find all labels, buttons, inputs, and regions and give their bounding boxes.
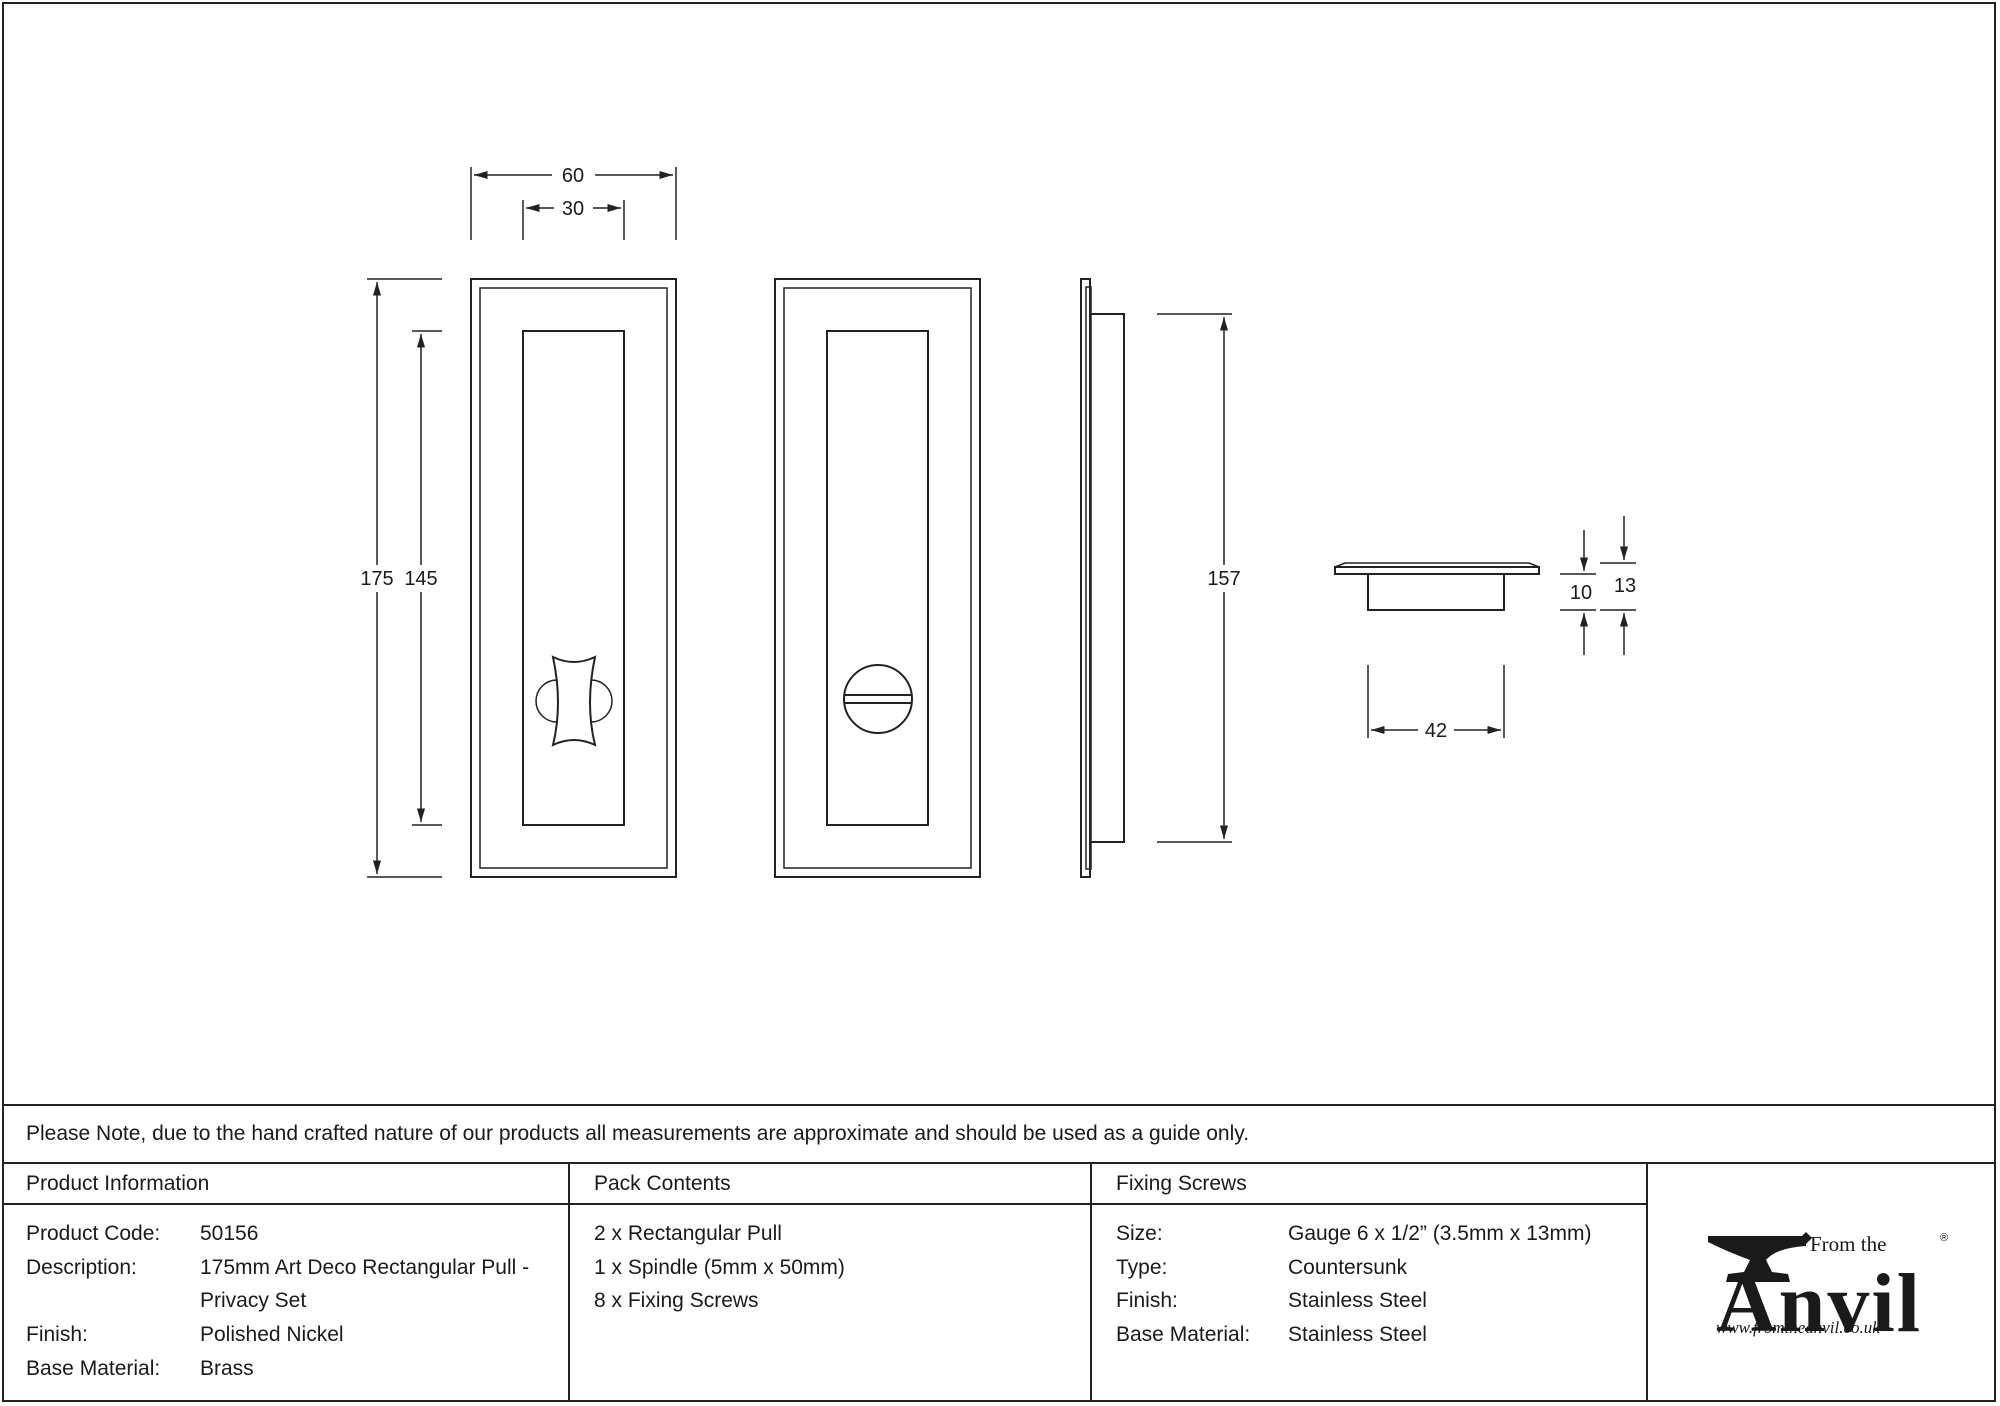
dim-30-label: 30	[562, 198, 584, 220]
product-code-label: Product Code:	[26, 1222, 161, 1245]
product-info-panel: Product Information Product Code: 50156 …	[2, 1164, 570, 1402]
screw-size-label: Size:	[1116, 1222, 1163, 1245]
dim-13	[1600, 516, 1636, 655]
anvil-logo-icon	[1708, 1232, 1812, 1282]
screw-base-value: Stainless Steel	[1288, 1323, 1427, 1346]
dim-145-label: 145	[404, 568, 437, 590]
description-value-line1: 175mm Art Deco Rectangular Pull -	[200, 1256, 530, 1279]
pack-item: 2 x Rectangular Pull	[594, 1222, 782, 1245]
screw-finish-label: Finish:	[1116, 1289, 1178, 1312]
logo-panel	[1648, 1164, 1996, 1402]
product-code-value: 50156	[200, 1222, 259, 1245]
logo-registered-mark: ®	[1940, 1232, 1949, 1244]
logo-url: www.fromtheanvil.co.uk	[1716, 1318, 1880, 1337]
dim-157	[1157, 313, 1232, 843]
finish-label: Finish:	[26, 1323, 88, 1346]
fixing-screws-heading: Fixing Screws	[1116, 1172, 1247, 1195]
dim-10	[1560, 530, 1596, 655]
technical-drawing: 60 30 175 145 157 10	[360, 165, 1636, 878]
product-info-heading: Product Information	[26, 1172, 210, 1195]
screw-type-value: Countersunk	[1288, 1256, 1408, 1279]
dim-30	[522, 200, 625, 240]
front-view-turn	[470, 278, 677, 878]
dim-42-label: 42	[1425, 720, 1447, 742]
pack-contents-header: Pack Contents	[570, 1164, 1090, 1205]
side-view	[1080, 278, 1125, 878]
dim-157-label: 157	[1207, 568, 1240, 590]
screw-finish-value: Stainless Steel	[1288, 1289, 1427, 1312]
dim-175-label: 175	[360, 568, 393, 590]
front-view-indicator	[774, 278, 981, 878]
disclaimer-row: Please Note, due to the hand crafted nat…	[2, 1104, 1996, 1164]
screw-base-label: Base Material:	[1116, 1323, 1251, 1346]
turn-knob-icon	[535, 655, 613, 747]
dim-42	[1367, 665, 1505, 738]
finish-value: Polished Nickel	[200, 1323, 344, 1346]
dim-145	[412, 330, 442, 826]
base-material-label: Base Material:	[26, 1357, 161, 1380]
description-label: Description:	[26, 1256, 137, 1279]
screw-size-value: Gauge 6 x 1/2” (3.5mm x 13mm)	[1288, 1222, 1592, 1245]
base-material-value: Brass	[200, 1357, 254, 1380]
dim-10-label: 10	[1570, 582, 1592, 604]
fixing-screws-panel: Fixing Screws Size: Gauge 6 x 1/2” (3.5m…	[1092, 1164, 1648, 1402]
fixing-screws-header: Fixing Screws	[1092, 1164, 1646, 1205]
edge-view	[1334, 562, 1540, 611]
dim-13-label: 13	[1614, 575, 1636, 597]
dim-60-label: 60	[562, 165, 584, 187]
disclaimer-note: Please Note, due to the hand crafted nat…	[26, 1122, 1250, 1145]
pack-item: 8 x Fixing Screws	[594, 1289, 759, 1312]
dim-175	[367, 278, 442, 878]
product-info-header: Product Information	[2, 1164, 568, 1205]
logo-from-the: From the	[1810, 1232, 1887, 1256]
indicator-disc-icon	[843, 664, 913, 734]
pack-contents-panel: Pack Contents 2 x Rectangular Pull 1 x S…	[570, 1164, 1092, 1402]
dim-60	[470, 167, 677, 240]
pack-item: 1 x Spindle (5mm x 50mm)	[594, 1256, 845, 1279]
screw-type-label: Type:	[1116, 1256, 1168, 1279]
logo-wordmark: Anvil	[1716, 1257, 1923, 1350]
pack-contents-heading: Pack Contents	[594, 1172, 731, 1195]
description-value-line2: Privacy Set	[200, 1289, 307, 1312]
